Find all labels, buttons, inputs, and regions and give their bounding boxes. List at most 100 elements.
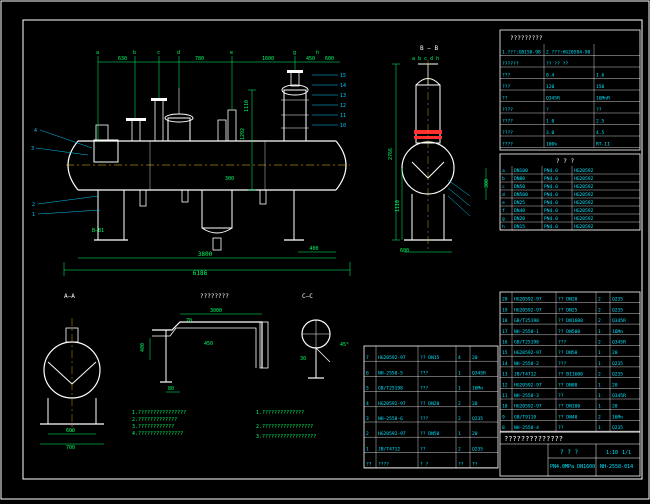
parts-left-cell: 20 bbox=[472, 431, 478, 437]
parts-right-cell: 2 bbox=[598, 340, 601, 346]
tech-table-cell: ???? bbox=[502, 119, 513, 125]
parts-right-cell: Q235 bbox=[612, 361, 623, 367]
parts-right-cell: ?? DN80 bbox=[558, 382, 578, 388]
nozzle-table-cell: DN40 bbox=[514, 208, 525, 214]
nozzle-table-cell: PN4.0 bbox=[544, 192, 558, 198]
tech-table-cell: ??? bbox=[502, 84, 511, 90]
nozzle-table-cell: PN4.0 bbox=[544, 216, 558, 222]
parts-left-cell: ?? bbox=[472, 462, 478, 468]
parts-right-cell: ?? DN50 bbox=[558, 350, 578, 356]
side-leaders bbox=[447, 179, 471, 217]
part-num-15: 15 bbox=[340, 73, 346, 79]
aa-dim-lines bbox=[40, 433, 104, 445]
elevation-dimension-lines bbox=[63, 56, 351, 276]
parts-left-cell: Q235 bbox=[472, 446, 483, 452]
left-top-nozzle[interactable] bbox=[95, 124, 109, 141]
parts-right-cell: 9 bbox=[502, 414, 505, 420]
title-block-name-cn: ? ? ? bbox=[560, 449, 578, 456]
nozzle-table-cell: HG20592 bbox=[574, 176, 594, 182]
note-left-3: 4.??????????????? bbox=[132, 431, 183, 437]
title-block[interactable]: ?????????????? ? ? ? PN4.0MPa DN1600 NH-… bbox=[499, 431, 641, 477]
side-red-flange-2 bbox=[414, 136, 442, 139]
dome-nozzle-g[interactable] bbox=[290, 71, 300, 87]
nozzle-table-cell: c bbox=[502, 185, 505, 190]
parts-right-cell: ?? DN500 bbox=[558, 329, 580, 335]
bottom-sump[interactable] bbox=[201, 189, 233, 229]
parts-right-cell: 1 bbox=[598, 329, 601, 335]
parts-right-cell: 2 bbox=[598, 372, 601, 378]
top-dim-0: 630 bbox=[118, 56, 127, 62]
parts-right-cell: NH-2558-3 bbox=[514, 393, 539, 399]
dome-tower[interactable] bbox=[283, 89, 307, 142]
title-block-sheet: 1/1 bbox=[622, 450, 631, 456]
sump-drain[interactable] bbox=[212, 237, 222, 251]
parts-left-cell: 6 bbox=[366, 370, 369, 376]
parts-left-cell: Q345R bbox=[472, 370, 486, 376]
tech-table-cell: ???? bbox=[502, 107, 513, 113]
nozzle-table-cell: PN4.0 bbox=[544, 176, 558, 182]
bottom-nozzle-2[interactable] bbox=[181, 189, 189, 203]
parts-right-cell: 1 bbox=[598, 393, 601, 399]
main-elevation-view[interactable]: 6186 3800 400 630 780 1600 450 600 1292 … bbox=[31, 50, 351, 277]
nozzle-b[interactable] bbox=[131, 119, 141, 142]
height-dim-0: 1292 bbox=[240, 128, 246, 140]
inner-frame bbox=[22, 19, 643, 480]
tech-table-cell: 120 bbox=[546, 84, 555, 90]
manway-d[interactable] bbox=[167, 117, 191, 142]
nozzle-table-cell: HG20592 bbox=[574, 200, 594, 206]
bottom-nozzle-3[interactable] bbox=[259, 189, 267, 205]
side-view-bb[interactable]: B — B a b c d h 2766 1110 300 600 bbox=[388, 45, 490, 254]
nozzle-table-cell: DN100 bbox=[514, 168, 528, 174]
parts-right-cell: Q235 bbox=[612, 425, 623, 431]
parts-right-cell: Q345R bbox=[612, 393, 626, 399]
title-block-drawing-no: NH-2558-014 bbox=[600, 464, 633, 470]
side-base-dim: 300 bbox=[484, 179, 490, 188]
parts-right-cell: 10 bbox=[502, 404, 508, 410]
note-mid-2: 3.?????????????????? bbox=[256, 434, 316, 440]
section-aa-view[interactable]: A—A 700 600 bbox=[40, 293, 104, 451]
parts-left-cell: 4 bbox=[458, 355, 461, 361]
nozzle-letter-d: d bbox=[177, 50, 180, 56]
tech-table-cell: 2.???:HG20584-98 bbox=[546, 50, 590, 56]
parts-right-cell: ??? bbox=[558, 340, 567, 346]
tech-table-cell: ???? bbox=[502, 130, 513, 136]
parts-left-cell: ?? DN20 bbox=[420, 401, 440, 407]
bottom-nozzle-1[interactable] bbox=[139, 189, 147, 207]
parts-right-cell: ?? DN25 bbox=[558, 307, 578, 313]
left-manway[interactable] bbox=[93, 139, 119, 163]
detail-length-dim: 3000 bbox=[210, 308, 222, 314]
title-block-big-title: ?????????????? bbox=[504, 435, 563, 443]
detail-pipe[interactable] bbox=[152, 321, 263, 368]
detail-view[interactable]: ???????? 3000 70 450 400 80 bbox=[140, 293, 269, 393]
parts-right-cell: 11 bbox=[502, 393, 508, 399]
nozzle-e[interactable] bbox=[217, 119, 227, 142]
parts-right-cell: NH-2558-1 bbox=[514, 329, 539, 335]
section-cc-view[interactable]: C—C 45° 30 bbox=[300, 293, 349, 379]
parts-left-cell: Q235 bbox=[472, 416, 483, 422]
parts-right-cell: Q345R bbox=[612, 340, 626, 346]
nozzle-table-header: ? ? ? bbox=[556, 158, 574, 165]
parts-left-cell: 2 bbox=[458, 446, 461, 452]
nozzle-f[interactable] bbox=[227, 109, 237, 142]
nozzle-c-flange bbox=[151, 98, 167, 101]
nozzle-table-cell: DN500 bbox=[514, 192, 528, 198]
part-leaders bbox=[35, 74, 338, 215]
part-num-1: 1 bbox=[32, 212, 35, 218]
part-num-4: 4 bbox=[34, 128, 37, 134]
parts-left-cell: 16Mn bbox=[472, 386, 483, 392]
nozzle-c[interactable] bbox=[154, 99, 164, 142]
part-num-11: 11 bbox=[340, 113, 346, 119]
bottom-note: B—B1 bbox=[92, 228, 104, 234]
sump-head bbox=[201, 227, 233, 234]
note-mid-1: 2.????????????????? bbox=[256, 424, 313, 430]
parts-right-cell: 12 bbox=[502, 382, 508, 388]
parts-right-cell: ?? bbox=[558, 393, 564, 399]
height-dim-1: 1110 bbox=[244, 100, 250, 112]
part-num-10: 10 bbox=[340, 123, 346, 129]
